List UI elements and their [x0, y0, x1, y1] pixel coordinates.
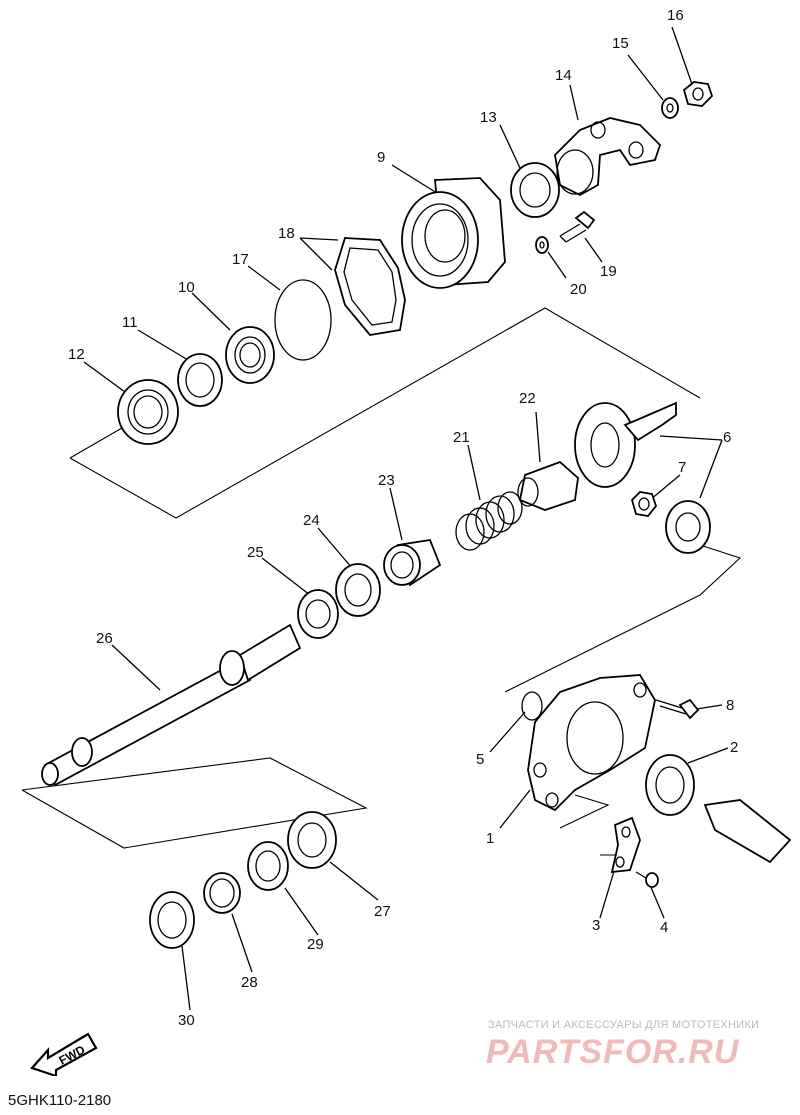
plate-3	[610, 816, 641, 874]
collar-28	[203, 872, 241, 914]
screw-4	[635, 871, 659, 888]
pinion-shaft	[703, 799, 792, 864]
seal-12	[117, 379, 179, 445]
watermark-logo: PARTSFOR.RU	[486, 1033, 740, 1071]
part-label-10: 10	[178, 279, 195, 296]
washer-20	[535, 236, 549, 254]
bevel-gear-6	[574, 401, 711, 554]
bearing-25	[297, 589, 339, 639]
bushing-22	[517, 460, 579, 511]
part-label-6: 6	[723, 429, 731, 446]
yoke-14	[554, 117, 662, 197]
part-label-23: 23	[378, 472, 395, 489]
leader-lines	[83, 26, 729, 1011]
part-label-20: 20	[570, 281, 587, 298]
assembly-boundary-lines	[21, 307, 742, 856]
housing-9	[401, 177, 506, 289]
part-label-1: 1	[486, 830, 494, 847]
bearing-2	[645, 754, 695, 816]
o-ring-5	[521, 691, 543, 721]
part-drawings	[41, 81, 792, 949]
part-label-12: 12	[68, 346, 85, 363]
nut-7	[630, 491, 658, 517]
part-label-30: 30	[178, 1012, 195, 1029]
bearing-27	[287, 811, 337, 869]
part-label-3: 3	[592, 917, 600, 934]
part-label-11: 11	[122, 314, 138, 331]
part-label-13: 13	[480, 109, 497, 126]
part-label-18: 18	[278, 225, 295, 242]
o-ring-17	[274, 279, 332, 361]
seal-30	[149, 891, 195, 949]
nut-16	[682, 81, 714, 107]
bearing-24	[335, 563, 381, 617]
gasket-18	[334, 237, 406, 336]
fwd-arrow-icon: FWD	[30, 1032, 98, 1076]
part-label-8: 8	[726, 697, 734, 714]
part-label-2: 2	[730, 739, 738, 756]
watermark-tagline: ЗАПЧАСТИ И АКСЕССУАРЫ ДЛЯ МОТОТЕХНИКИ	[488, 1019, 760, 1031]
ring-nut-11	[177, 353, 223, 407]
part-label-24: 24	[303, 512, 320, 529]
part-label-28: 28	[241, 974, 258, 991]
part-label-9: 9	[377, 149, 385, 166]
part-label-7: 7	[678, 459, 686, 476]
part-label-16: 16	[667, 7, 684, 24]
seal-13	[510, 162, 560, 218]
part-label-26: 26	[96, 630, 113, 647]
ring-nut-29	[247, 841, 289, 891]
sleeve-23	[383, 539, 442, 587]
bearing-10	[225, 326, 275, 384]
part-label-27: 27	[374, 903, 391, 920]
part-label-21: 21	[453, 429, 470, 446]
part-label-15: 15	[612, 35, 629, 52]
washer-15	[661, 97, 679, 119]
housing-1	[527, 674, 656, 812]
diagram-code: 5GHK110-2180	[8, 1092, 112, 1109]
part-label-29: 29	[307, 936, 324, 953]
part-label-5: 5	[476, 751, 484, 768]
part-number-labels: 16 15 14 13 9 18 17 10 11 12 19 20 6 7 2…	[68, 7, 738, 1029]
part-label-19: 19	[600, 263, 617, 280]
part-label-17: 17	[232, 251, 249, 268]
shaft-26	[41, 623, 302, 787]
part-label-14: 14	[555, 67, 572, 84]
part-label-25: 25	[247, 544, 264, 561]
spring-21	[455, 491, 523, 551]
bolt-8	[655, 698, 700, 720]
part-label-4: 4	[660, 919, 668, 936]
bolt-19	[559, 210, 596, 243]
part-label-22: 22	[519, 390, 536, 407]
